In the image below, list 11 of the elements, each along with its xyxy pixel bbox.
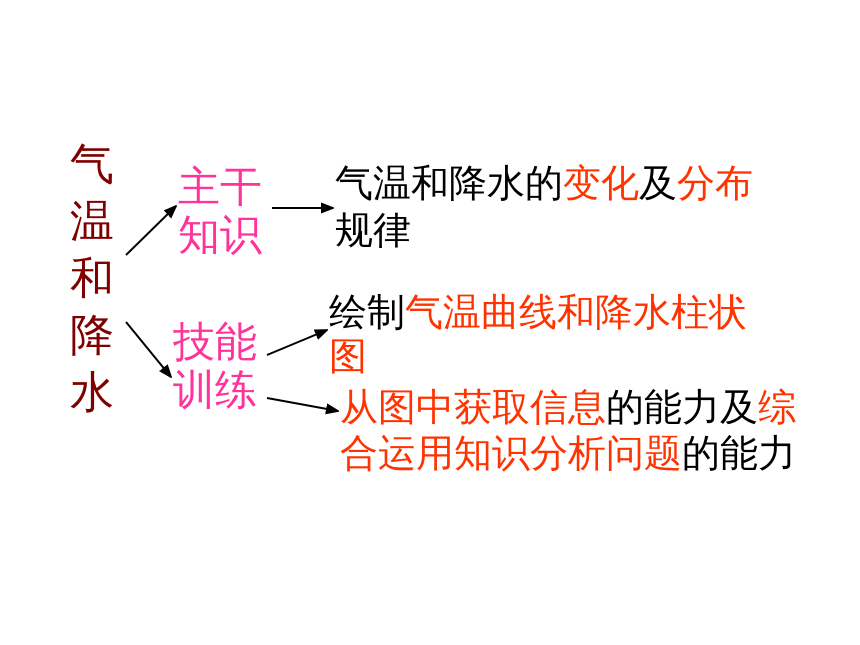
vertical-title: 气温和降水	[70, 136, 120, 421]
arrow	[125, 321, 172, 378]
arrow	[266, 397, 340, 414]
category-label: 主干知识	[178, 163, 266, 259]
arrow	[266, 329, 328, 356]
description-text: 从图中获取信息的能力及综合运用知识分析问题的能力	[340, 384, 802, 476]
arrow	[125, 204, 178, 256]
description-text: 气温和降水的变化及分布规律	[335, 160, 765, 254]
category-label: 技能训练	[173, 318, 261, 414]
description-text: 绘制气温曲线和降水柱状图	[329, 290, 759, 378]
arrow	[272, 202, 334, 214]
